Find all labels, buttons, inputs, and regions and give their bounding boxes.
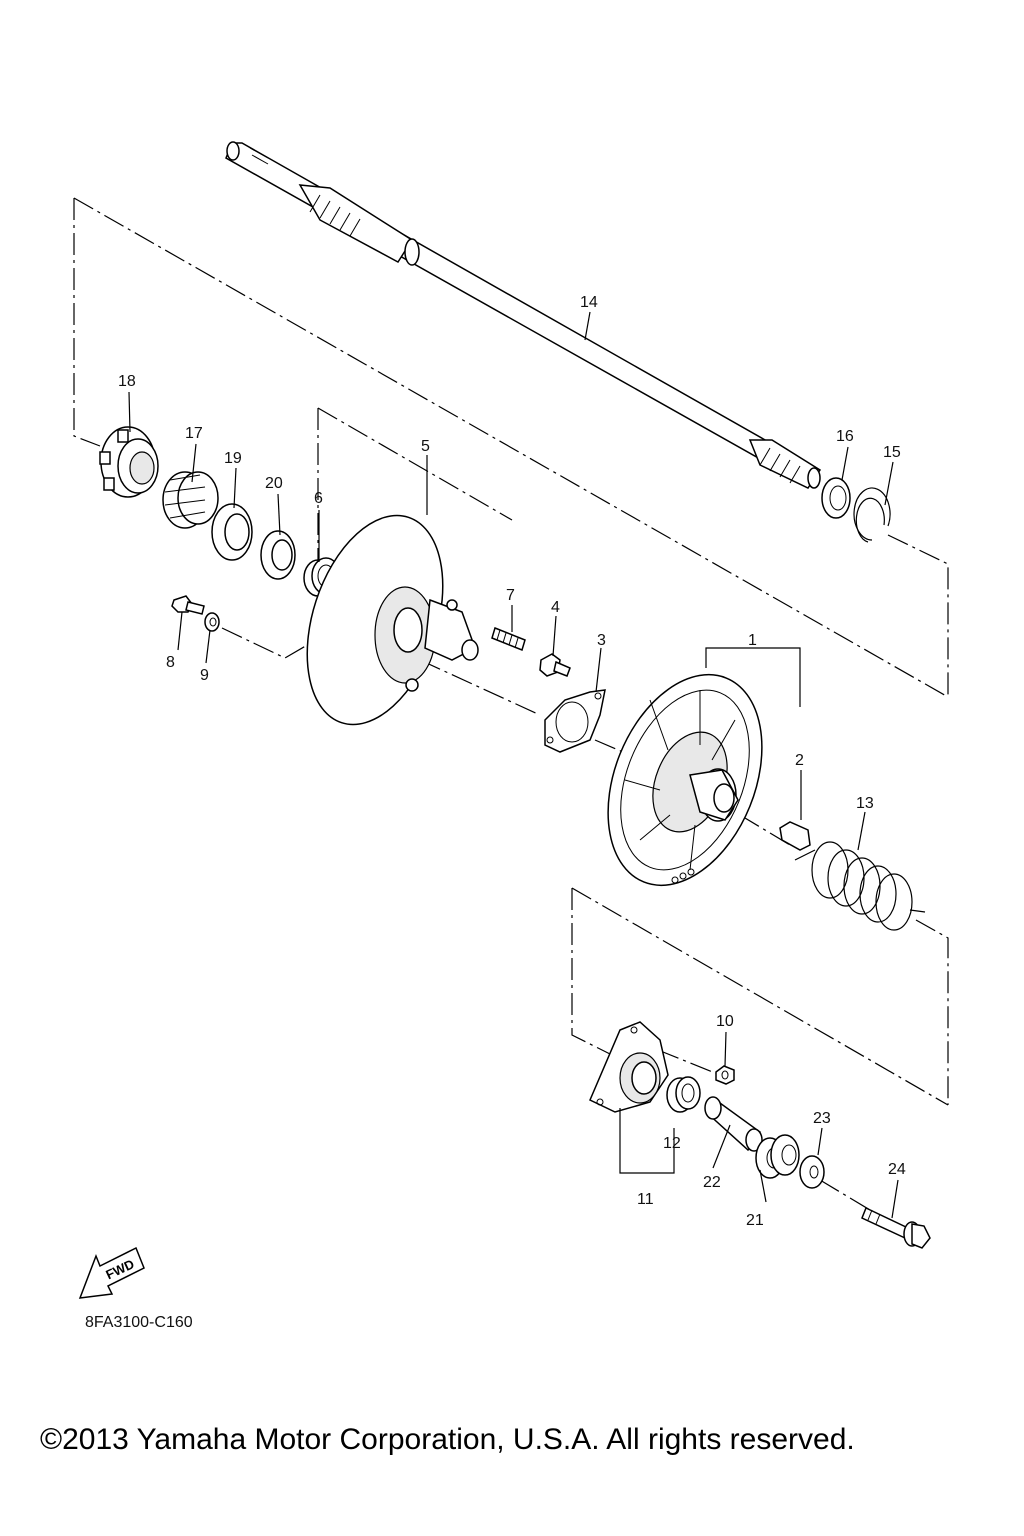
bolt-part-24 <box>861 1206 931 1249</box>
bracket-part-11 <box>589 1021 669 1113</box>
collar-part-17 <box>162 471 219 529</box>
washer-part-20 <box>260 530 296 580</box>
callout-24: 24 <box>888 1161 906 1178</box>
castle-nut-part-18 <box>99 426 159 498</box>
callout-13: 13 <box>856 795 874 812</box>
callout-labels: 1 2 3 4 5 6 7 8 9 10 11 12 13 14 15 16 1… <box>118 294 906 1229</box>
shaft-part-14 <box>225 141 822 489</box>
assembly-guide-lines <box>73 197 949 1211</box>
callout-17: 17 <box>185 425 203 442</box>
washer-part-23 <box>799 1155 825 1189</box>
callout-22: 22 <box>703 1174 721 1191</box>
slider-part-2 <box>779 821 811 851</box>
callout-2: 2 <box>795 752 804 769</box>
callout-15: 15 <box>883 444 901 461</box>
callout-11: 11 <box>637 1191 654 1208</box>
bolt-part-8 <box>171 595 205 615</box>
callout-20: 20 <box>265 475 283 492</box>
gasket-part-3 <box>544 689 606 753</box>
callout-21: 21 <box>746 1212 764 1229</box>
spring-part-13 <box>794 841 926 931</box>
sleeve-part-22 <box>704 1096 763 1152</box>
fwd-arrow-icon: FWD <box>78 1246 145 1299</box>
callout-6: 6 <box>314 490 323 507</box>
callout-19: 19 <box>224 450 242 467</box>
callout-12: 12 <box>663 1135 681 1152</box>
leader-lines <box>128 311 899 1219</box>
circlip-part-15 <box>853 487 891 543</box>
stud-part-7 <box>491 626 526 652</box>
callout-8: 8 <box>166 654 175 671</box>
copyright-notice: ©2013 Yamaha Motor Corporation, U.S.A. A… <box>40 1423 855 1456</box>
bearing-part-12 <box>666 1076 701 1113</box>
callout-3: 3 <box>597 632 606 649</box>
callout-18: 18 <box>118 373 136 390</box>
callout-4: 4 <box>551 599 560 616</box>
bolt-part-4 <box>539 653 571 677</box>
sheave-part-1 <box>607 673 763 887</box>
washers-part-21 <box>755 1134 800 1179</box>
washer-part-16 <box>821 477 851 519</box>
callout-23: 23 <box>813 1110 831 1127</box>
diagram-code: 8FA3100-C160 <box>85 1314 193 1331</box>
washer-part-9 <box>204 612 220 632</box>
nut-part-10 <box>715 1065 735 1085</box>
callout-10: 10 <box>716 1013 734 1030</box>
callout-9: 9 <box>200 667 209 684</box>
callout-7: 7 <box>506 587 515 604</box>
washer-part-19 <box>211 503 253 561</box>
callout-1: 1 <box>748 632 757 649</box>
sheave-part-5 <box>306 514 479 726</box>
callout-14: 14 <box>580 294 598 311</box>
callout-5: 5 <box>421 438 430 455</box>
callout-16: 16 <box>836 428 854 445</box>
